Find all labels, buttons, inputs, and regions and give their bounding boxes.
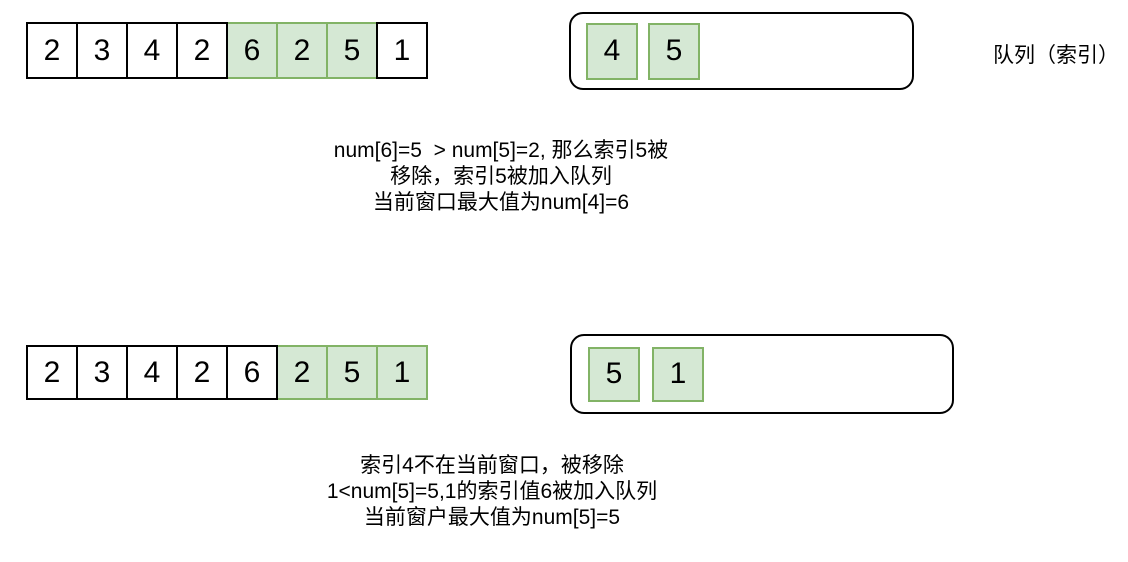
array-cell: 2 (176, 22, 228, 79)
array-cell: 6 (226, 22, 278, 79)
array-cell: 3 (76, 22, 128, 79)
queue-cell: 5 (588, 346, 640, 402)
caption-line: num[6]=5 > num[5]=2, 那么索引5被 (333, 139, 669, 162)
array-cell: 1 (376, 345, 428, 400)
caption-line: 1<num[5]=5,1的索引值6被加入队列 (326, 480, 658, 503)
queue-cell: 5 (648, 22, 700, 80)
array-cell: 4 (126, 345, 178, 400)
caption-line: 当前窗户最大值为num[5]=5 (363, 506, 621, 529)
array-cell: 1 (376, 22, 428, 79)
caption-step-1: num[6]=5 > num[5]=2, 那么索引5被移除，索引5被加入队列当前… (275, 138, 727, 216)
caption-line: 移除，索引5被加入队列 (390, 165, 612, 188)
array-cell: 4 (126, 22, 178, 79)
array-cell: 5 (326, 345, 378, 400)
caption-step-2: 索引4不在当前窗口，被移除 1<num[5]=5,1的索引值6被加入队列当前窗户最… (266, 453, 718, 531)
array-cell: 5 (326, 22, 378, 79)
array-cell: 2 (276, 345, 328, 400)
array-cell: 3 (76, 345, 128, 400)
array-cell: 6 (226, 345, 278, 400)
queue-cell: 4 (586, 22, 638, 80)
array-cell: 2 (176, 345, 228, 400)
array-cell: 2 (276, 22, 328, 79)
queue-label: 队列（索引） (993, 44, 1119, 67)
caption-line: 当前窗口最大值为num[4]=6 (372, 191, 630, 214)
caption-line: 索引4不在当前窗口，被移除 (360, 454, 624, 477)
array-cell: 2 (26, 22, 78, 79)
queue-cell: 1 (652, 346, 704, 402)
array-cell: 2 (26, 345, 78, 400)
